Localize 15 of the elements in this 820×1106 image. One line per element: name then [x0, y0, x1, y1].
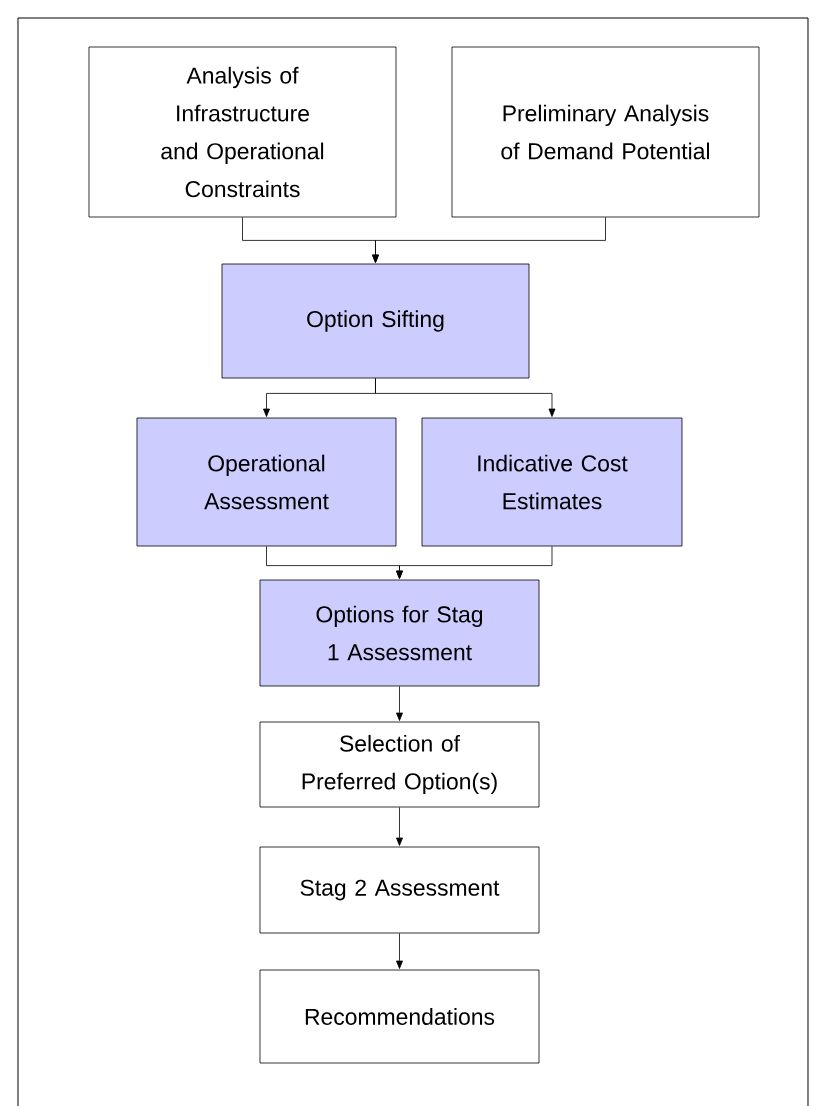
process-box: Analysis of Infrastructure and Operational Constraints: [88, 46, 397, 218]
process-box: Selection of Preferred Option(s): [259, 721, 540, 808]
arrow: [375, 378, 556, 417]
process-box: Recommendations: [259, 969, 540, 1064]
arrow: [372, 217, 606, 263]
process-box: Option Sifting: [221, 263, 530, 379]
process-box: Operational Assessment: [136, 417, 397, 547]
process-box: Stag 2 Assessment: [259, 846, 540, 934]
process-box: Options for Stag 1 Assessment: [259, 579, 540, 687]
arrow: [396, 686, 403, 721]
arrow: [396, 933, 403, 969]
process-box: Indicative Cost Estimates: [421, 417, 683, 547]
process-box: Preliminary Analysis of Demand Potential: [451, 46, 760, 218]
arrow: [396, 807, 403, 846]
arrow: [396, 546, 553, 579]
